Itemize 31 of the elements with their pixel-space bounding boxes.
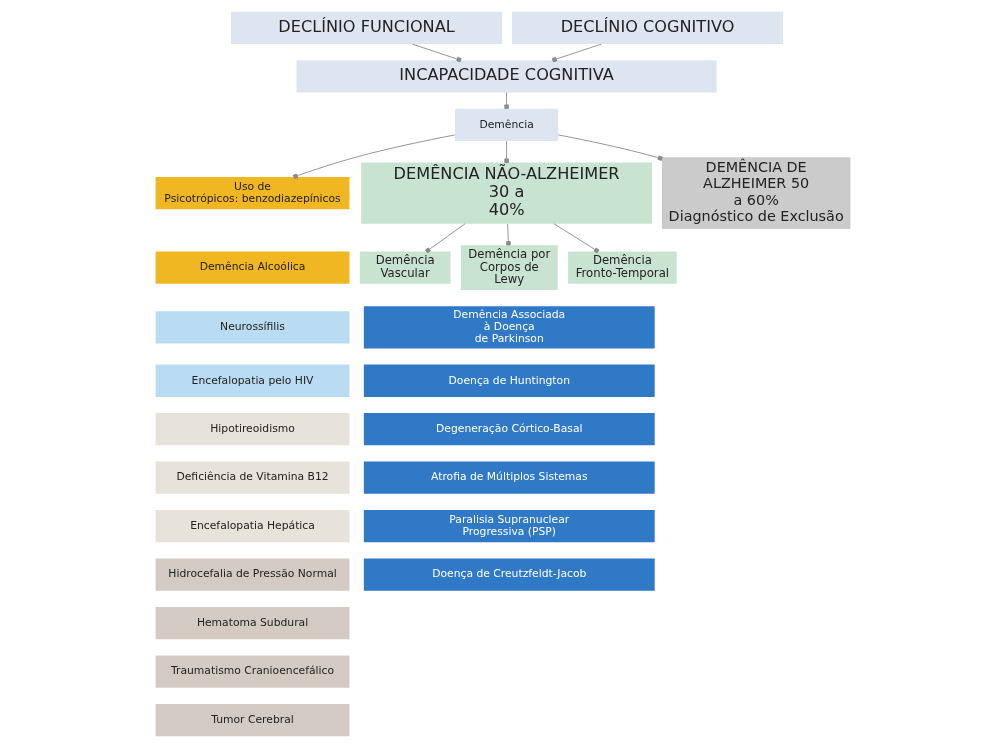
node-box: Doença de Creutzfeldt-Jacob: [363, 558, 655, 591]
connector: [553, 223, 600, 254]
node-box: Tumor Cerebral: [155, 703, 350, 737]
node-box: Atrofia de Múltiplos Sistemas: [363, 461, 655, 494]
connector: [425, 223, 466, 254]
node-box: Traumatismo Cranioencefálico: [155, 655, 350, 688]
node-box: Deficiência de Vitamina B12: [155, 461, 350, 494]
node-box: Hematoma Subdural: [155, 606, 350, 640]
connector: [551, 43, 602, 63]
connector: [411, 43, 462, 63]
node-box: DECLÍNIO FUNCIONAL: [231, 11, 503, 45]
node-box: Paralisia Supranuclear Progressiva (PSP): [363, 510, 655, 543]
node-box: Degeneração Córtico-Basal: [363, 413, 655, 446]
node-box: Encefalopatia pelo HIV: [155, 364, 350, 397]
connector: [292, 134, 456, 180]
node-box: Neurossífilis: [155, 311, 350, 344]
connector: [504, 92, 509, 109]
node-box: Demência por Corpos de Lewy: [460, 245, 558, 291]
node-box: Demência Fronto-Temporal: [568, 251, 677, 284]
node-box: DEMÊNCIA DE ALZHEIMER 50 a 60% Diagnóstico de Exclusão: [661, 157, 851, 229]
node-box: Demência Associada à Doença de Parkinson: [363, 306, 655, 349]
node-box: DECLÍNIO COGNITIVO: [512, 11, 784, 45]
node-box: Hipotireoidismo: [155, 413, 350, 446]
node-box: DEMÊNCIA NÃO-ALZHEIMER 30 a 40%: [361, 162, 652, 224]
node-box: Demência: [454, 108, 559, 142]
node-box: Demência Alcoólica: [155, 251, 350, 284]
node-box: Hidrocefalia de Pressão Normal: [155, 558, 350, 591]
node-box: Encefalopatia Hepática: [155, 510, 350, 543]
connector: [504, 140, 509, 163]
node-box: Demência Vascular: [359, 251, 451, 284]
node-box: Doença de Huntington: [363, 364, 655, 397]
